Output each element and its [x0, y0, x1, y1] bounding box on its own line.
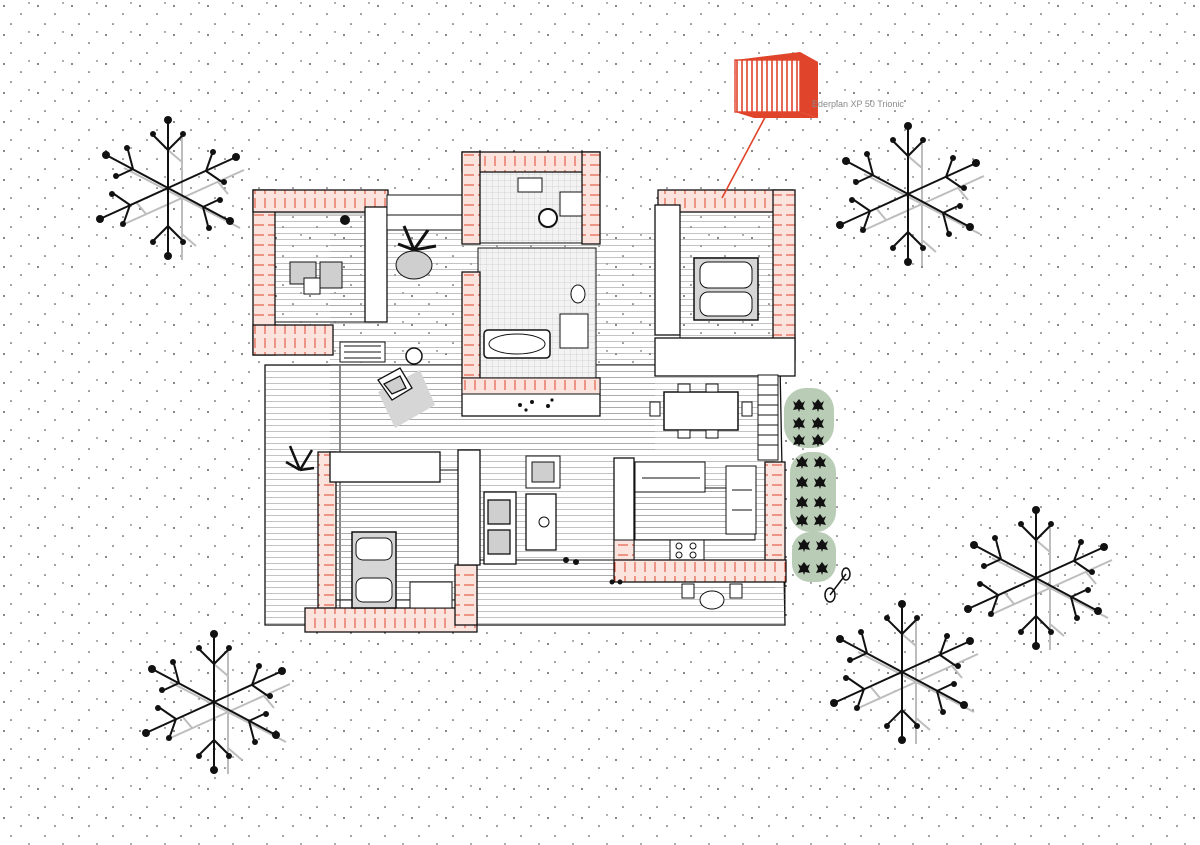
desk-icon — [409, 581, 453, 609]
room-bedroom-2 — [285, 445, 481, 633]
armchair-icon — [377, 367, 413, 401]
insulation-panel-callout — [721, 52, 818, 199]
room-bedroom-master — [654, 189, 796, 377]
shrub-icon — [790, 452, 836, 532]
dining-area — [649, 374, 779, 461]
washer-icon — [538, 208, 558, 228]
bed-icon — [351, 531, 397, 609]
armchair-icon — [525, 455, 561, 489]
lamp-icon — [340, 215, 350, 225]
bed-icon — [693, 257, 759, 321]
room-bathroom — [461, 247, 601, 417]
terrace — [386, 194, 463, 280]
bathtub-icon — [483, 329, 551, 359]
shrub-icon — [784, 388, 834, 448]
callout-label: Ederplan XP 50 Trionic — [812, 99, 904, 109]
floor-lamp-icon — [405, 347, 423, 365]
bookshelf-icon — [339, 341, 386, 363]
sink-icon — [559, 313, 589, 349]
stairs-icon — [757, 374, 779, 461]
kitchen-counter-icon — [634, 461, 757, 535]
insulation-panel-icon — [734, 52, 818, 118]
dining-table-icon — [649, 383, 753, 439]
plant-icon — [285, 445, 315, 472]
toilet-icon — [570, 284, 586, 304]
living-room — [339, 341, 579, 565]
room-utility — [461, 151, 601, 245]
shrub-icon — [792, 532, 836, 582]
kitchen — [613, 457, 787, 583]
porch — [609, 579, 743, 610]
plant-icon — [395, 225, 437, 280]
sofa-icon — [483, 491, 517, 565]
stove-icon — [669, 539, 705, 561]
room-study — [252, 189, 389, 356]
bike-icon — [824, 567, 851, 603]
desk-chair-icon — [289, 261, 343, 295]
